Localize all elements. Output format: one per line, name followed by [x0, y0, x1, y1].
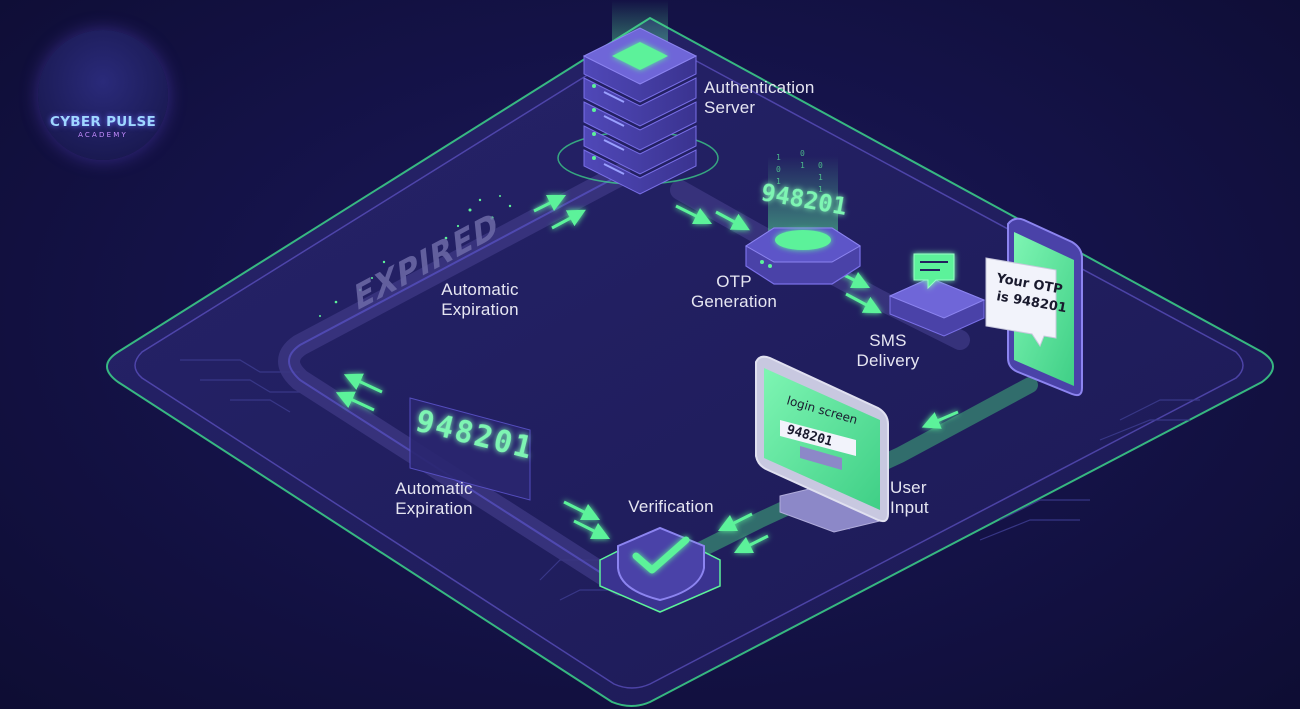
label-verification: Verification [628, 497, 714, 516]
svg-text:1: 1 [818, 185, 823, 194]
arrow-icon [573, 519, 611, 540]
arrow-icon [717, 512, 753, 532]
svg-text:1: 1 [800, 161, 805, 170]
cyber-pulse-logo: CYBER PULSE ACADEMY [38, 30, 168, 160]
arrow-icon [533, 194, 567, 213]
svg-text:0: 0 [800, 149, 805, 158]
binary-stream: 1 0 1 0 1 1 0 1 [776, 149, 823, 194]
sms-router-icon [888, 253, 986, 337]
label-automatic-expiration-top: Automatic Expiration [441, 280, 519, 319]
svg-text:1: 1 [776, 153, 781, 162]
circuit-traces [180, 359, 1200, 601]
label-sms-delivery: SMS Delivery [856, 331, 920, 370]
authentication-server-icon [557, 0, 719, 195]
logo-title: CYBER PULSE [50, 114, 156, 130]
label-otp-generation: OTP Generation [690, 272, 778, 311]
label-automatic-expiration-bottom: Automatic Expiration [395, 479, 473, 518]
label-user-input: User Input [890, 478, 929, 517]
svg-text:1: 1 [776, 177, 781, 186]
verification-shield-icon [599, 526, 721, 613]
svg-text:1: 1 [818, 173, 823, 182]
flow-arrows [335, 194, 959, 554]
dissolve-particles [319, 195, 512, 317]
arrow-icon [551, 209, 586, 230]
label-authentication-server: Authentication Server [704, 78, 815, 117]
monitor-icon [755, 355, 889, 533]
svg-text:0: 0 [818, 161, 823, 170]
arrow-icon [343, 373, 383, 394]
arrow-icon [921, 410, 959, 429]
otp-code-display [409, 397, 531, 501]
arrow-icon [335, 391, 375, 412]
logo-subtitle: ACADEMY [78, 131, 128, 139]
svg-text:0: 0 [776, 165, 781, 174]
phone-icon [985, 217, 1083, 397]
otp-generator-icon: 1 0 1 0 1 1 0 1 [745, 149, 861, 285]
platform [106, 16, 1274, 707]
arrow-icon [563, 500, 601, 521]
arrow-icon [733, 534, 769, 554]
arrow-icon [715, 210, 750, 231]
arrow-icon [675, 204, 713, 225]
arrow-icon [845, 292, 882, 314]
